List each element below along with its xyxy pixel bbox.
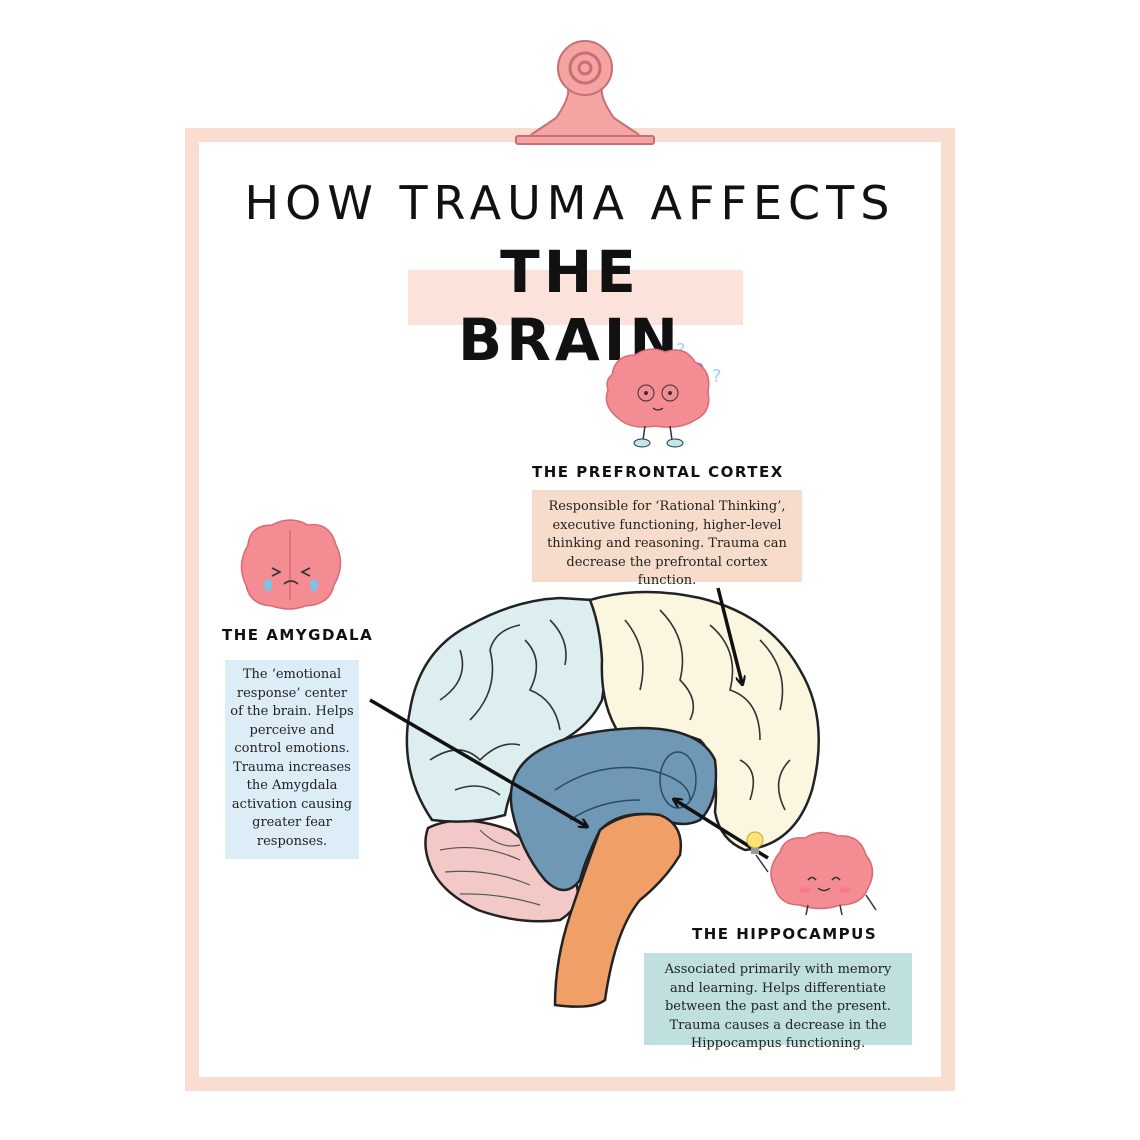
scared-brain-mascot-icon	[240, 519, 342, 610]
limbic-system	[509, 726, 718, 892]
arrow-amygdala	[369, 698, 586, 826]
binder-clip-icon	[515, 40, 655, 145]
svg-text:?: ?	[712, 366, 722, 387]
amygdala-description: The ‘emotional response’ center of the b…	[225, 660, 359, 859]
label-prefrontal: THE PREFRONTAL CORTEX	[532, 463, 784, 481]
cerebellum	[424, 819, 580, 923]
prefrontal-description: Responsible for ‘Rational Thinking’, exe…	[532, 490, 802, 588]
happy-brain-lightbulb-mascot-icon	[746, 831, 877, 916]
frontal-lobe	[588, 590, 820, 852]
hippocampus-description: Associated primarily with memory and lea…	[644, 953, 912, 1051]
arrow-prefrontal	[716, 587, 742, 683]
label-amygdala: THE AMYGDALA	[222, 626, 374, 644]
title-line-1: HOW TRAUMA AFFECTS	[244, 176, 896, 230]
thinking-brain-mascot-icon: ? ? ?	[605, 340, 722, 448]
label-hippocampus: THE HIPPOCAMPUS	[692, 925, 878, 943]
title-highlight	[408, 270, 743, 325]
brainstem	[553, 812, 683, 1008]
